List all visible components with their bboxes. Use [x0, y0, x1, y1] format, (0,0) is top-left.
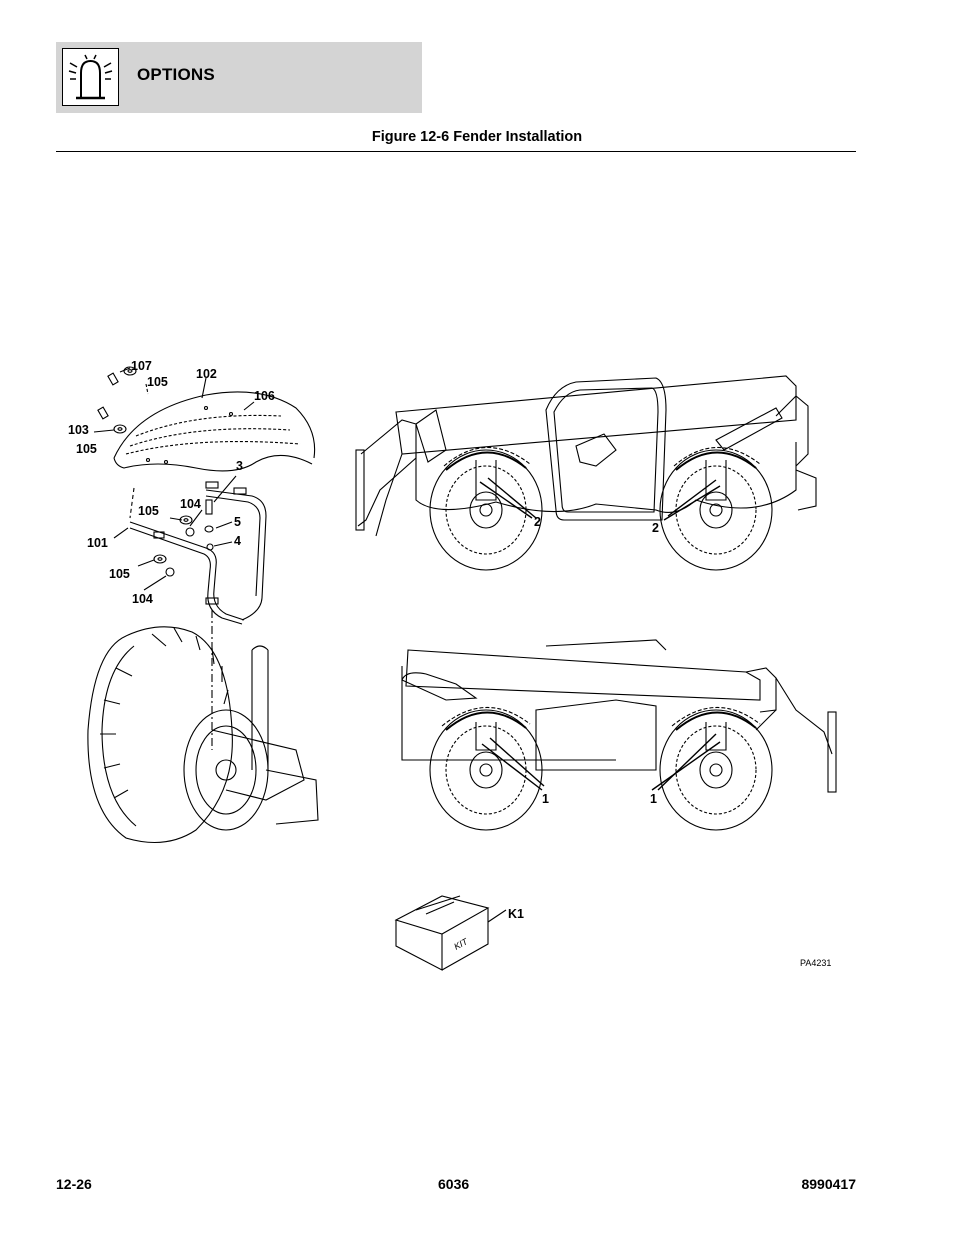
fender-installation-diagram: 107 105 102 106 103 105 3 104 105 5 4 10…: [68, 359, 837, 971]
callout-2: 2: [534, 515, 541, 529]
kit-box-icon: [394, 895, 507, 971]
callout-104: 104: [180, 497, 201, 511]
callout-102: 102: [196, 367, 217, 381]
rear-tire-detail: [87, 626, 319, 843]
callout-5: 5: [234, 515, 241, 529]
document-number: 8990417: [801, 1176, 856, 1192]
kit-box-label: KIT: [452, 936, 470, 952]
callout-107: 107: [131, 359, 152, 373]
figure-title: Figure 12-6 Fender Installation: [371, 129, 583, 145]
callout-101: 101: [87, 536, 108, 550]
callout-1: 1: [542, 792, 549, 806]
callout-104: 104: [132, 592, 153, 606]
callout-k1: K1: [508, 907, 524, 921]
page-number: 12-26: [56, 1176, 92, 1192]
fender-exploded-view: [87, 366, 319, 843]
callout-105: 105: [76, 442, 97, 456]
callout-3: 3: [236, 459, 243, 473]
section-title: OPTIONS: [137, 65, 215, 84]
callout-105: 105: [138, 504, 159, 518]
title-divider: [56, 151, 856, 152]
callout-1: 1: [650, 792, 657, 806]
machine-view-front-fenders: [355, 375, 817, 571]
model-number: 6036: [438, 1176, 470, 1192]
callout-4: 4: [234, 534, 241, 548]
callout-105: 105: [109, 567, 130, 581]
beacon-light-icon: [62, 48, 119, 106]
section-header: OPTIONS: [56, 42, 422, 113]
callout-2: 2: [652, 521, 659, 535]
callout-106: 106: [254, 389, 275, 403]
drawing-code: PA4231: [800, 958, 831, 968]
callout-105: 105: [147, 375, 168, 389]
callout-103: 103: [68, 423, 89, 437]
machine-view-rear-fenders: [401, 639, 837, 831]
